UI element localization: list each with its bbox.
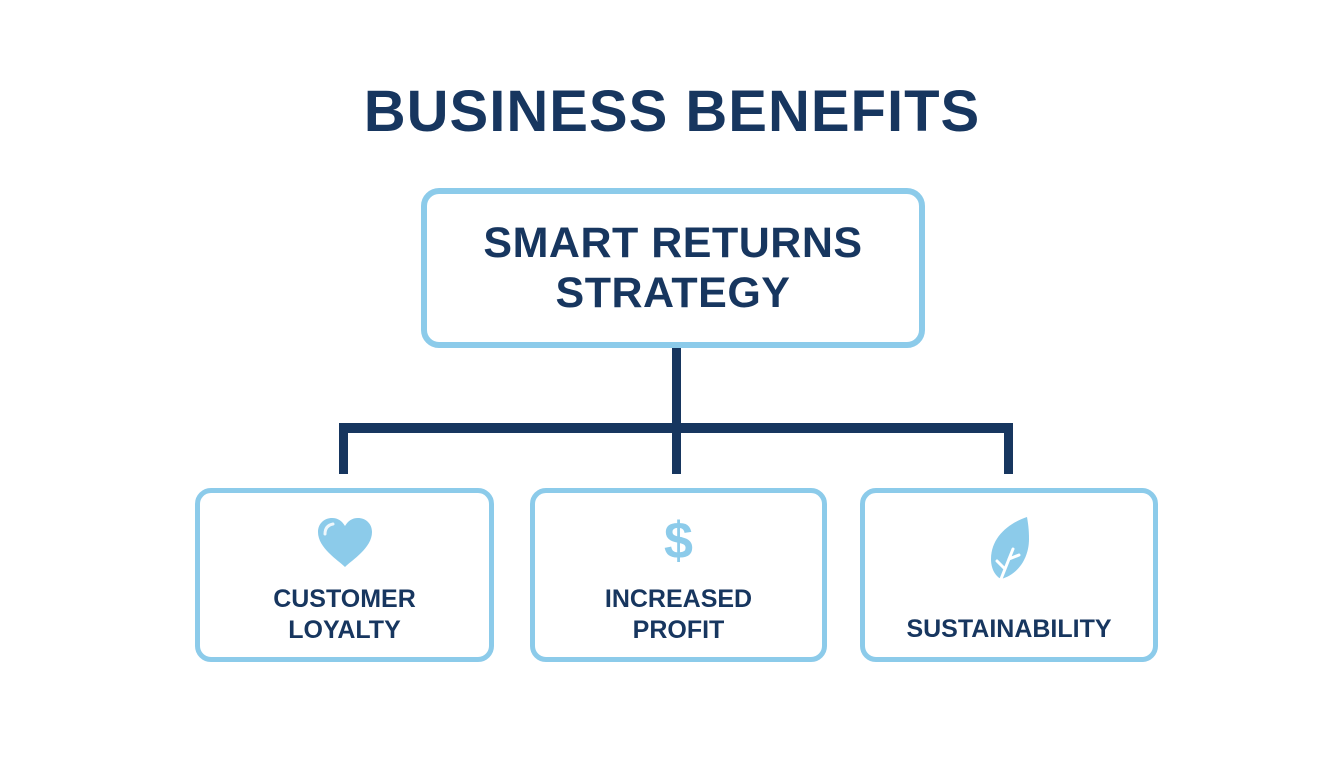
- benefit-label-line-1: CUSTOMER: [273, 585, 416, 613]
- dollar-icon: $: [664, 512, 693, 570]
- root-node-label-line-2: STRATEGY: [555, 269, 791, 317]
- benefit-label-line-1: SUSTAINABILITY: [906, 615, 1112, 643]
- leaf-icon: [987, 515, 1031, 596]
- diagram-title: BUSINESS BENEFITS: [363, 79, 981, 144]
- benefit-node-sustainability: SUSTAINABILITY: [860, 488, 1158, 662]
- root-node-label-line-1: SMART RETURNS: [483, 219, 863, 267]
- heart-icon: [316, 517, 374, 574]
- benefit-node-customer-loyalty: CUSTOMER LOYALTY: [195, 488, 494, 662]
- connector-drop-left: [339, 423, 348, 474]
- root-node-smart-returns-strategy: SMART RETURNS STRATEGY: [421, 188, 925, 348]
- benefit-node-increased-profit: $ INCREASED PROFIT: [530, 488, 827, 662]
- benefit-label-line-2: LOYALTY: [288, 616, 401, 644]
- connector-trunk: [672, 348, 681, 474]
- benefit-label-line-1: INCREASED: [604, 585, 753, 613]
- connector-drop-right: [1004, 423, 1013, 474]
- connector-crossbar: [339, 423, 1013, 433]
- benefit-label-line-2: PROFIT: [632, 616, 725, 644]
